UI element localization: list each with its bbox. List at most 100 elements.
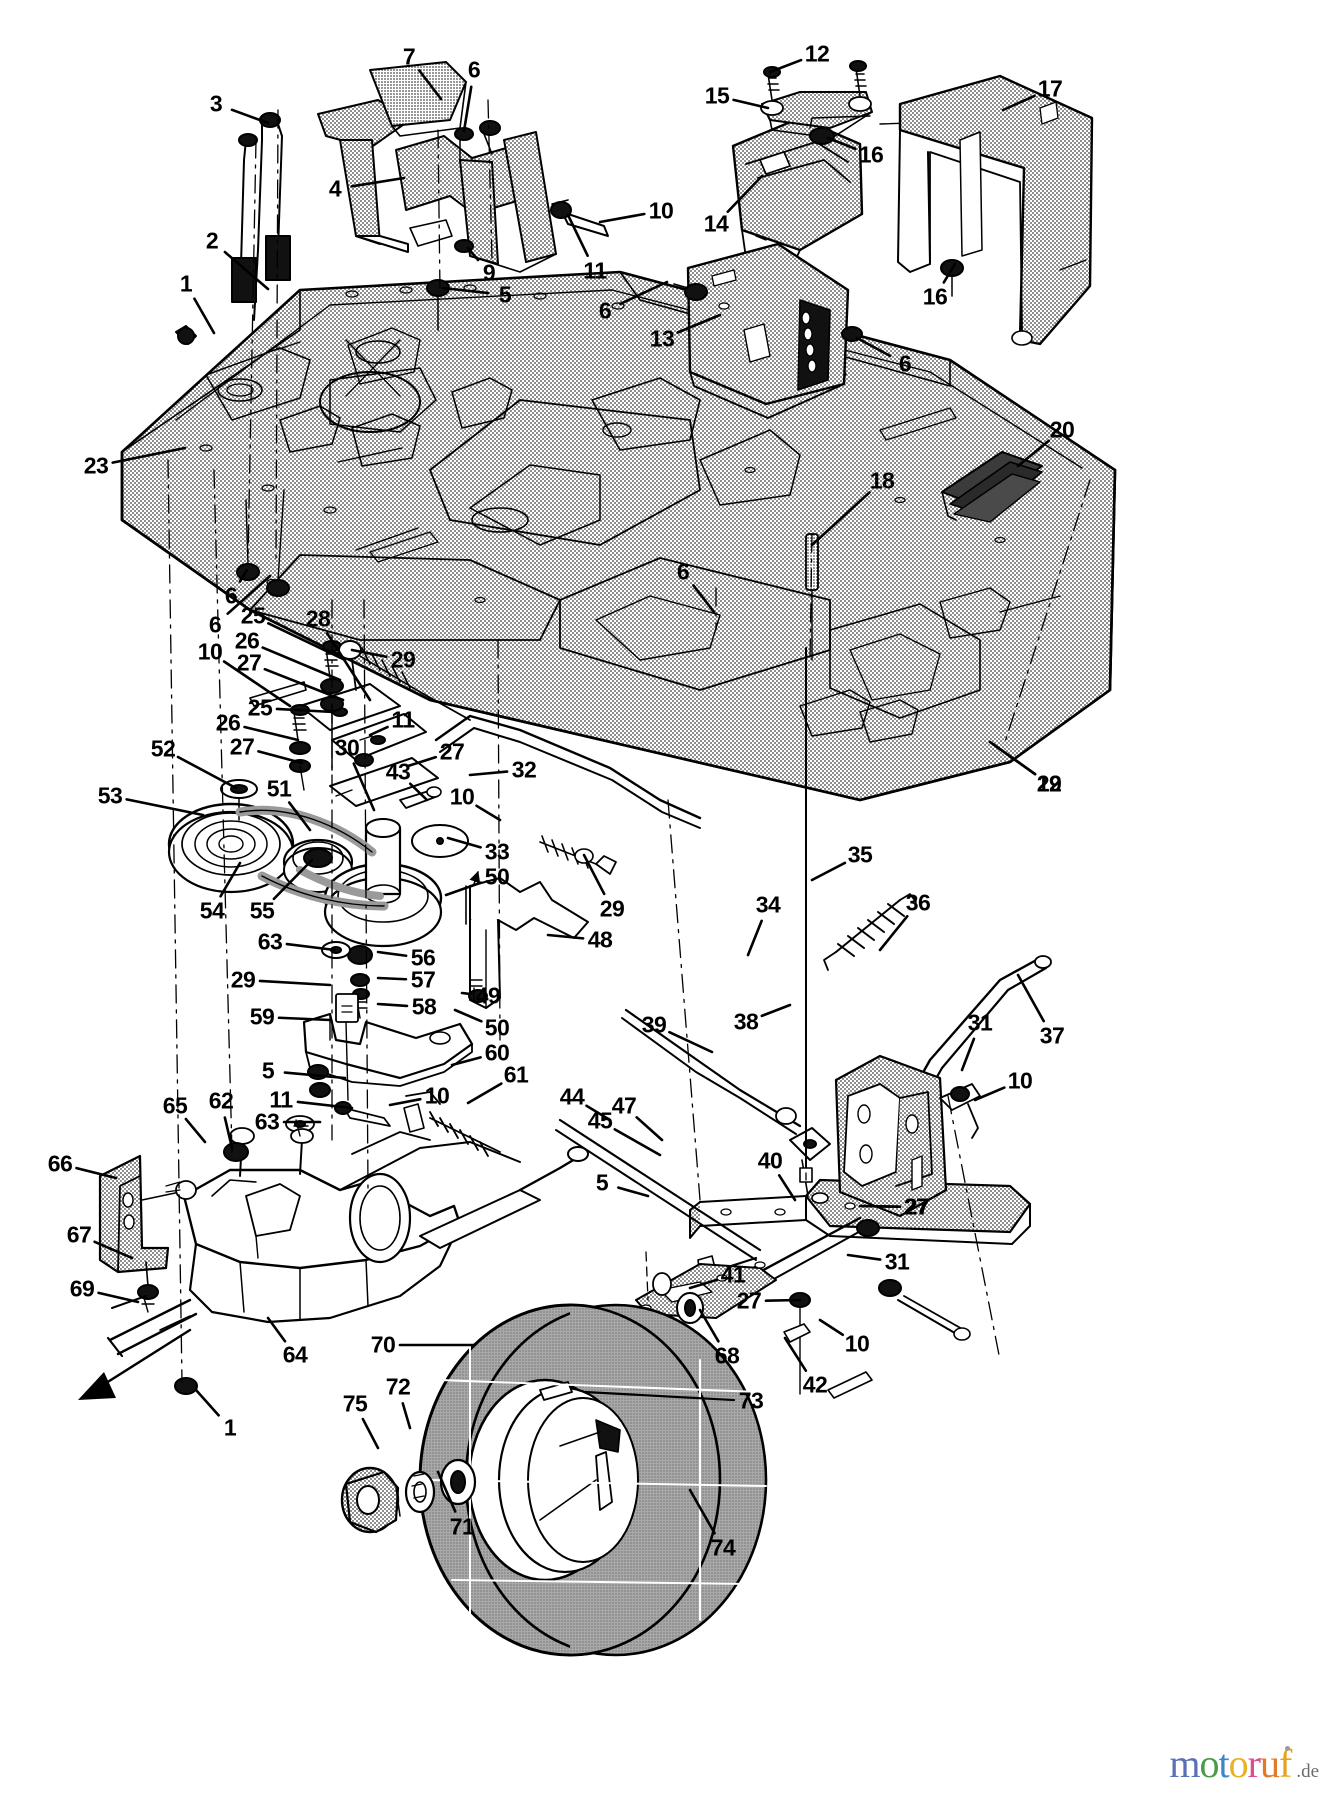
leader-line-19	[988, 740, 1037, 776]
logo-letter: o	[1228, 1741, 1249, 1786]
part-66-bracket	[98, 1142, 249, 1313]
callout-16: 16	[858, 141, 884, 168]
callout-6: 6	[898, 350, 912, 377]
leader-line-26	[243, 725, 300, 742]
part-link-10-11	[550, 199, 609, 237]
callout-6: 6	[467, 56, 481, 83]
leader-line-27	[263, 667, 345, 702]
callout-27: 27	[904, 1193, 930, 1220]
leader-line-29	[582, 853, 606, 896]
leader-line-18	[810, 491, 871, 547]
callout-40: 40	[757, 1147, 783, 1174]
callout-26: 26	[234, 627, 260, 654]
leader-line-20	[1016, 439, 1051, 468]
leader-line-10	[818, 1318, 845, 1337]
callout-48: 48	[587, 926, 613, 953]
callout-32: 32	[511, 756, 537, 783]
leader-line-32	[468, 770, 509, 777]
leader-line-73	[583, 1390, 736, 1402]
callout-3: 3	[209, 90, 223, 117]
callout-20: 20	[1049, 416, 1075, 443]
leader-line-28	[325, 632, 372, 702]
leader-line-53	[125, 798, 205, 817]
callout-69: 69	[69, 1275, 95, 1302]
callout-55: 55	[249, 897, 275, 924]
callout-27: 27	[439, 738, 465, 765]
leader-line-23	[111, 446, 187, 464]
callout-14: 14	[703, 210, 729, 237]
leader-line-37	[1016, 973, 1046, 1023]
leader-line-66	[75, 1166, 118, 1180]
callout-10: 10	[449, 783, 475, 810]
leader-line-38	[760, 1003, 792, 1018]
callout-4: 4	[328, 175, 342, 202]
callout-13: 13	[649, 325, 675, 352]
leader-line-69	[97, 1291, 140, 1304]
callout-70: 70	[370, 1331, 396, 1358]
leader-line-67	[93, 1240, 134, 1260]
callout-71: 71	[449, 1513, 475, 1540]
callout-10: 10	[648, 197, 674, 224]
callout-72: 72	[385, 1373, 411, 1400]
leader-line-3	[230, 108, 270, 125]
callout-39: 39	[641, 1011, 667, 1038]
leader-line-29	[350, 648, 388, 659]
callout-61: 61	[503, 1061, 529, 1088]
logo-letter: o	[1199, 1741, 1220, 1786]
callout-36: 36	[905, 889, 931, 916]
callout-9: 9	[482, 259, 496, 286]
callout-38: 38	[733, 1008, 759, 1035]
logo-letter: f	[1278, 1741, 1292, 1786]
callout-29: 29	[230, 966, 256, 993]
leader-line-10	[598, 212, 646, 224]
callout-54: 54	[199, 897, 225, 924]
leader-line-65	[184, 1117, 207, 1144]
callout-11: 11	[391, 706, 415, 733]
callout-52: 52	[150, 735, 176, 762]
callout-27: 27	[229, 733, 255, 760]
leader-line-60	[450, 1056, 482, 1067]
leader-line-27	[860, 1204, 901, 1208]
leader-line-33	[446, 836, 482, 849]
leader-line-11	[566, 213, 589, 257]
callout-18: 18	[869, 467, 895, 494]
leader-line-56	[376, 950, 408, 958]
leader-line-26	[261, 646, 342, 682]
leader-line-10	[222, 660, 292, 708]
leader-line-42	[783, 1336, 808, 1372]
leader-line-27	[257, 750, 304, 765]
leader-line-6	[619, 280, 669, 306]
leader-line-5	[441, 286, 490, 295]
leader-line-50	[444, 881, 483, 897]
callout-1: 1	[179, 270, 193, 297]
callout-29: 29	[390, 646, 416, 673]
leader-line-51	[287, 801, 312, 832]
leader-line-39	[668, 1030, 714, 1054]
leader-line-62	[223, 1116, 234, 1150]
callout-26: 26	[215, 709, 241, 736]
leader-line-36	[878, 914, 909, 952]
leader-line-15	[732, 98, 770, 110]
callout-51: 51	[266, 775, 292, 802]
callout-5: 5	[595, 1169, 609, 1196]
callout-19: 19	[1036, 770, 1062, 797]
callout-34: 34	[755, 891, 781, 918]
leader-line-27	[406, 755, 438, 768]
leader-line-48	[546, 933, 585, 940]
callout-10: 10	[844, 1330, 870, 1357]
part-rear-wheel	[340, 1303, 768, 1657]
callout-62: 62	[208, 1087, 234, 1114]
part-plates-brackets	[236, 489, 471, 809]
callout-63: 63	[257, 928, 283, 955]
leader-line-41	[688, 1278, 719, 1290]
callout-66: 66	[47, 1150, 73, 1177]
callout-74: 74	[710, 1534, 736, 1561]
motoruf-watermark: motoruf.de	[1169, 1744, 1319, 1784]
callout-67: 67	[66, 1221, 92, 1248]
leader-line-5	[617, 1186, 650, 1198]
leader-line-75	[361, 1417, 380, 1450]
logo-letter: r	[1247, 1741, 1261, 1786]
leader-line-71	[436, 1470, 457, 1513]
